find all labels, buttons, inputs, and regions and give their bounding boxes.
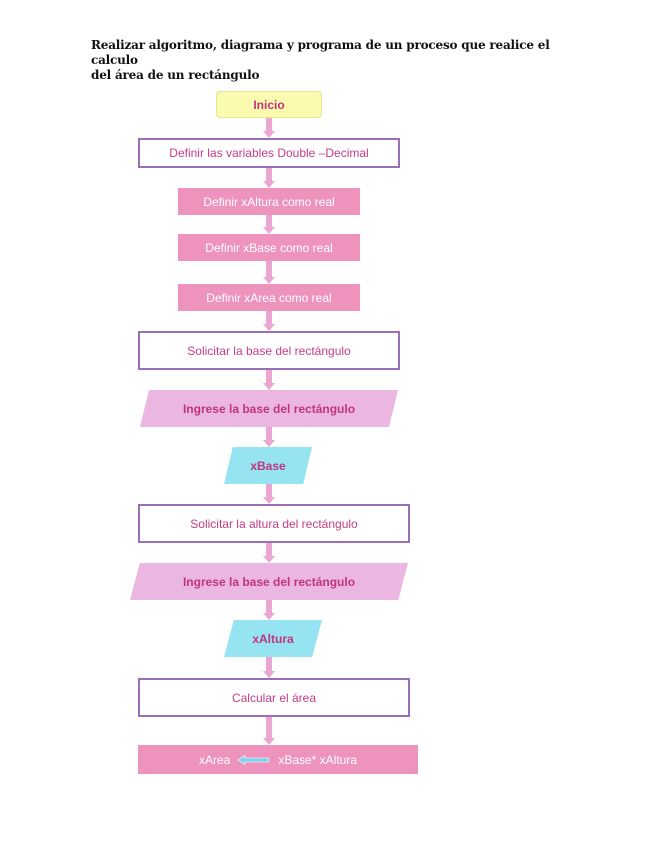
connector-shaft-10 — [266, 600, 272, 613]
assign-row: xArea xBase* xAltura — [199, 753, 357, 767]
input-height-prompt-label: Ingrese la base del rectángulo — [182, 574, 356, 589]
input-base-prompt-shape: Ingrese la base del rectángulo — [140, 390, 398, 427]
define-xarea-box: Definir xArea como real — [178, 284, 360, 311]
page-title-line-1: Realizar algoritmo, diagrama y programa … — [91, 38, 550, 67]
input-height-var-label: xAltura — [252, 631, 294, 646]
input-height-var-shape: xAltura — [224, 620, 322, 657]
connector-shaft-4 — [266, 261, 272, 277]
connector-arrowhead-4 — [263, 277, 275, 284]
start-label: Inicio — [253, 97, 285, 112]
define-variables-label: Definir las variables Double –Decimal — [169, 146, 369, 160]
assign-target-label: xArea — [198, 752, 231, 767]
connector-shaft-6 — [266, 370, 272, 383]
define-xbase-box: Definir xBase como real — [178, 234, 360, 261]
connector-arrowhead-3 — [263, 227, 275, 234]
connector-shaft-8 — [266, 484, 272, 497]
connector-arrowhead-2 — [263, 181, 275, 188]
connector-arrowhead-9 — [263, 556, 275, 563]
request-base-label: Solicitar la base del rectángulo — [187, 343, 351, 358]
connector-arrowhead-5 — [263, 324, 275, 331]
connector-shaft-7 — [266, 427, 272, 440]
input-base-prompt-label: Ingrese la base del rectángulo — [182, 401, 356, 416]
calculate-label: Calcular el área — [231, 690, 317, 705]
connector-arrowhead-12 — [263, 738, 275, 745]
request-base-box: Solicitar la base del rectángulo — [138, 331, 400, 370]
connector-arrowhead-7 — [263, 440, 275, 447]
connector-shaft-1 — [266, 118, 272, 131]
connector-shaft-12 — [266, 717, 272, 738]
connector-shaft-5 — [266, 311, 272, 324]
input-base-var-label: xBase — [250, 458, 286, 473]
connector-arrowhead-10 — [263, 613, 275, 620]
connector-shaft-3 — [266, 215, 272, 227]
connector-arrowhead-8 — [263, 497, 275, 504]
define-variables-box: Definir las variables Double –Decimal — [138, 138, 400, 168]
connector-arrowhead-1 — [263, 131, 275, 138]
page-title: Realizar algoritmo, diagrama y programa … — [91, 38, 561, 83]
assign-expression-label: xBase* xAltura — [278, 752, 358, 767]
request-height-label: Solicitar la altura del rectángulo — [190, 516, 358, 531]
assign-area-box: xArea xBase* xAltura — [138, 745, 418, 774]
define-xarea-label: Definir xArea como real — [206, 290, 332, 305]
define-xaltura-label: Definir xAltura como real — [203, 194, 335, 209]
request-height-box: Solicitar la altura del rectángulo — [138, 504, 410, 543]
connector-arrowhead-11 — [263, 671, 275, 678]
left-arrow-icon — [238, 754, 270, 765]
define-xaltura-box: Definir xAltura como real — [178, 188, 360, 215]
start-terminator: Inicio — [216, 91, 322, 118]
connector-shaft-11 — [266, 657, 272, 671]
connector-arrowhead-6 — [263, 383, 275, 390]
connector-shaft-2 — [266, 168, 272, 181]
input-base-var-shape: xBase — [224, 447, 312, 484]
page-title-line-2: del área de un rectángulo — [91, 68, 260, 82]
define-xbase-label: Definir xBase como real — [205, 240, 333, 255]
connector-shaft-9 — [266, 543, 272, 556]
input-height-prompt-shape: Ingrese la base del rectángulo — [130, 563, 408, 600]
calculate-box: Calcular el área — [138, 678, 410, 717]
